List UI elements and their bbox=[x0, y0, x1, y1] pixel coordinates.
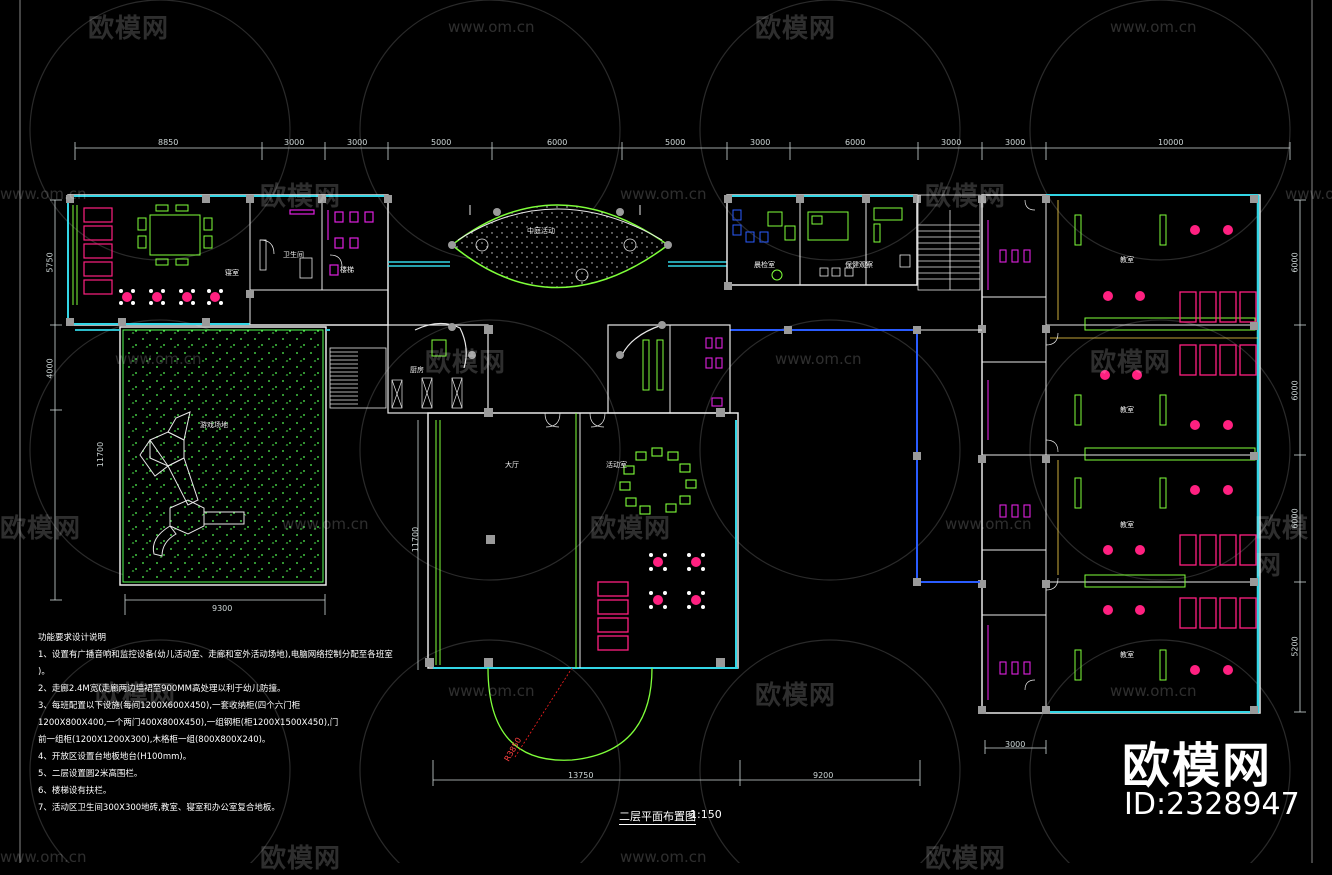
watermark-circles bbox=[29, 0, 1291, 863]
central-atrium bbox=[448, 204, 672, 289]
notes-item: 1200X800X400,一个两门400X800X450),一组钢柜(柜1200… bbox=[38, 718, 339, 728]
room-label-office: 晨检室 bbox=[754, 261, 775, 269]
room-label-stair-left: 楼梯 bbox=[340, 266, 354, 274]
dim-top-9: 3000 bbox=[941, 138, 962, 147]
corridor-glazing bbox=[75, 300, 1259, 331]
dim-bottom-left: 9300 bbox=[212, 604, 233, 613]
room-label-health: 保健观察 bbox=[845, 261, 873, 269]
right-staircase bbox=[917, 194, 981, 291]
notes-item: 5、二层设置圆2米高围栏。 bbox=[38, 769, 143, 779]
brand-id-text: ID:2328947 bbox=[1124, 787, 1300, 822]
drawing-title: 二层平面布置图 bbox=[619, 810, 696, 825]
room-label-class-4: 教室 bbox=[1120, 651, 1134, 659]
room-label-class-3: 教室 bbox=[1120, 521, 1134, 529]
center-activity-block bbox=[387, 321, 739, 669]
notes-item: 前一组柜(1200X1200X300),木格柜一组(800X800X240)。 bbox=[38, 735, 271, 745]
notes-item: 2、走廊2.4M宽(走廊两边墙裙至900MM高处理以利于幼儿防撞。 bbox=[38, 684, 286, 694]
room-label-atrium: 中庭活动 bbox=[527, 227, 555, 235]
right-wing-classrooms bbox=[978, 194, 1261, 714]
dim-top-1: 8850 bbox=[158, 138, 179, 147]
entrance-canopy-arc bbox=[487, 667, 653, 761]
bottom-dimension-lines bbox=[124, 420, 1047, 786]
notes-heading: 功能要求设计说明 bbox=[38, 633, 107, 643]
design-notes: 功能要求设计说明 1、设置有广播音响和监控设备(幼儿活动室、走廊和室外活动场地)… bbox=[38, 630, 393, 817]
play-field-border bbox=[119, 326, 327, 586]
central-hall-outline bbox=[730, 326, 982, 586]
brand-logo-text: 欧模网 bbox=[1122, 738, 1273, 794]
drawing-scale: 1:150 bbox=[690, 808, 722, 821]
dim-bottom-1: 13750 bbox=[568, 771, 594, 780]
left-dimension-line bbox=[50, 199, 62, 601]
dim-top-10: 3000 bbox=[1005, 138, 1026, 147]
top-dimension-line bbox=[74, 142, 1291, 160]
dim-bottom-right: 3000 bbox=[1005, 740, 1026, 749]
dim-top-5: 6000 bbox=[547, 138, 568, 147]
dim-top-7: 3000 bbox=[750, 138, 771, 147]
dim-top-6: 5000 bbox=[665, 138, 686, 147]
dim-left-2: 4000 bbox=[45, 358, 55, 379]
dim-top-11: 10000 bbox=[1158, 138, 1184, 147]
dim-top-3: 3000 bbox=[347, 138, 368, 147]
notes-item: 3、每班配置以下设施(每间1200X600X450),一套收纳柜(四个六门柜 bbox=[38, 701, 301, 711]
room-label-toilet-top: 卫生间 bbox=[283, 251, 304, 259]
notes-item: 7、活动区卫生间300X300地砖,教室、寝室和办公室复合地板。 bbox=[38, 803, 280, 813]
dim-right-2: 6000 bbox=[1290, 380, 1300, 401]
right-dimension-line bbox=[1294, 199, 1306, 713]
room-label-class-2: 教室 bbox=[1120, 406, 1134, 414]
notes-item: 4、开放区设置台地板地台(H100mm)。 bbox=[38, 752, 192, 762]
notes-item: 1、设置有广播音响和监控设备(幼儿活动室、走廊和室外活动场地),电脑网络控制分配… bbox=[38, 650, 393, 660]
notes-item: 6、楼梯设有扶栏。 bbox=[38, 786, 112, 796]
dim-right-1: 6000 bbox=[1290, 252, 1300, 273]
dim-top-2: 3000 bbox=[284, 138, 305, 147]
dim-left-1: 5750 bbox=[45, 252, 55, 273]
top-left-classroom-block bbox=[66, 194, 392, 326]
top-office-block bbox=[724, 194, 921, 290]
room-label-class-1: 教室 bbox=[1120, 256, 1134, 264]
dim-right-4: 5200 bbox=[1290, 636, 1300, 657]
playground-slide-structure bbox=[139, 411, 245, 557]
notes-item: )。 bbox=[38, 667, 50, 677]
table-group bbox=[119, 289, 223, 305]
dim-right-3: 6000 bbox=[1290, 508, 1300, 529]
room-label-play-field: 游戏场地 bbox=[200, 421, 228, 429]
room-label-activity: 活动室 bbox=[606, 461, 627, 469]
room-label-hall: 大厅 bbox=[505, 461, 519, 469]
room-label-sleep: 寝室 bbox=[225, 269, 239, 277]
dim-left-3: 11700 bbox=[96, 441, 106, 468]
connector-corridor-left bbox=[388, 261, 727, 267]
outdoor-play-field bbox=[122, 329, 324, 583]
dim-top-4: 5000 bbox=[431, 138, 452, 147]
dim-mid-vertical: 11700 bbox=[411, 526, 421, 553]
dim-top-8: 6000 bbox=[845, 138, 866, 147]
room-label-kitchen: 厨房 bbox=[410, 366, 424, 374]
left-staircase bbox=[329, 347, 387, 409]
dim-bottom-2: 9200 bbox=[813, 771, 834, 780]
